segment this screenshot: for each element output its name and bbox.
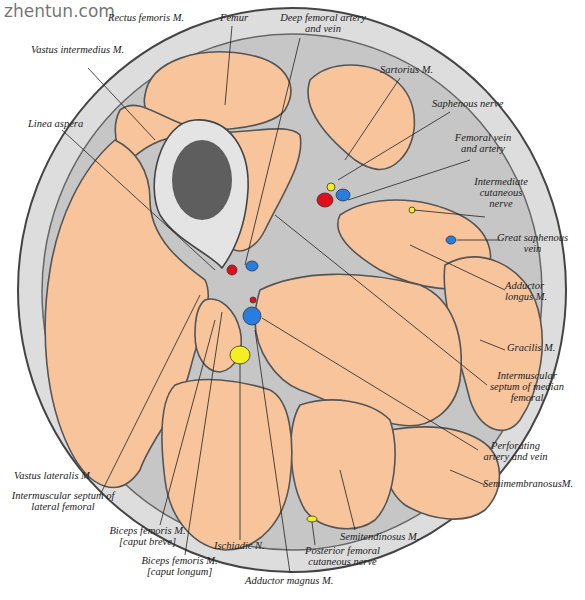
vessels-nerves	[227, 183, 456, 522]
leader-line	[338, 112, 450, 180]
structure-label: Adductor magnus M.	[245, 575, 355, 586]
leader-line	[480, 340, 505, 350]
sartorius	[308, 65, 414, 169]
leader-line	[410, 245, 505, 290]
structure-label: Biceps femoris M. [caput longum]	[132, 555, 227, 577]
muscles	[45, 52, 542, 550]
structure-label: Linea aspera	[28, 118, 108, 129]
structure-label: Perforating artery and vein	[478, 440, 553, 462]
structure-label: Femur	[220, 12, 260, 23]
structure-label: Great saphenous vein	[490, 232, 575, 254]
leader-line	[225, 26, 232, 105]
leader-line	[100, 295, 200, 495]
structure-label: Femoral vein and artery	[448, 132, 518, 154]
structure-label: Biceps femoris M. [caput breve]	[100, 525, 195, 547]
structure-label: Sartorius M.	[380, 64, 460, 75]
sciatic-nerve	[230, 346, 250, 364]
semitendinosus	[291, 400, 395, 529]
saphenous-nerve	[327, 183, 335, 191]
biceps-long-head	[162, 380, 292, 550]
posterior-cutaneous-nerve	[307, 516, 317, 522]
femur	[154, 120, 248, 268]
structure-label: Vastus lateralis M	[14, 470, 114, 481]
leader-line	[450, 470, 485, 485]
structure-label: Posterior femoral cutaneous nerve	[295, 545, 390, 567]
semimembranosus	[383, 427, 500, 519]
structure-label: Semitendinosus M.	[340, 531, 440, 542]
structure-label: Intermediate cutaneous nerve	[468, 176, 534, 209]
leader-line	[457, 240, 500, 241]
structure-label: Intermuscular septum of lateral femoral	[8, 490, 118, 512]
deep-femoral-artery	[227, 265, 237, 275]
leader-line	[340, 470, 355, 530]
deep-femoral-vein	[246, 261, 258, 271]
deep-fascia	[42, 34, 542, 550]
perforating-artery	[250, 297, 256, 303]
marrow	[172, 140, 232, 220]
leader-line	[275, 215, 487, 385]
leader-line	[255, 330, 290, 573]
leader-line	[348, 160, 470, 200]
perforating-vein	[243, 307, 261, 325]
structure-label: Ischiadic N.	[214, 540, 284, 551]
leader-line	[185, 312, 222, 555]
structure-label: Rectus femoris M.	[108, 12, 218, 23]
structure-label: Adductor longus M.	[505, 280, 567, 302]
structure-label: Gracilis M.	[507, 342, 577, 353]
leader-line	[62, 130, 215, 270]
leader-line	[88, 68, 155, 140]
leader-line	[245, 38, 300, 265]
femoral-artery	[317, 193, 333, 207]
structure-label: Deep femoral artery and vein	[278, 12, 368, 34]
leader-line	[414, 210, 485, 217]
structure-label: Vastus intermedius M.	[30, 44, 125, 55]
structure-label: Saphenous nerve	[432, 98, 527, 109]
leader-line	[312, 522, 315, 545]
structure-label: Intermuscular septum of median femoral	[487, 370, 567, 403]
great-saphenous-vein	[446, 236, 456, 244]
leader-line	[262, 318, 478, 450]
leader-line	[160, 320, 215, 525]
leader-line	[240, 364, 241, 540]
structure-label: SemimembranosusM.	[483, 478, 583, 489]
femoral-vein	[336, 189, 350, 201]
